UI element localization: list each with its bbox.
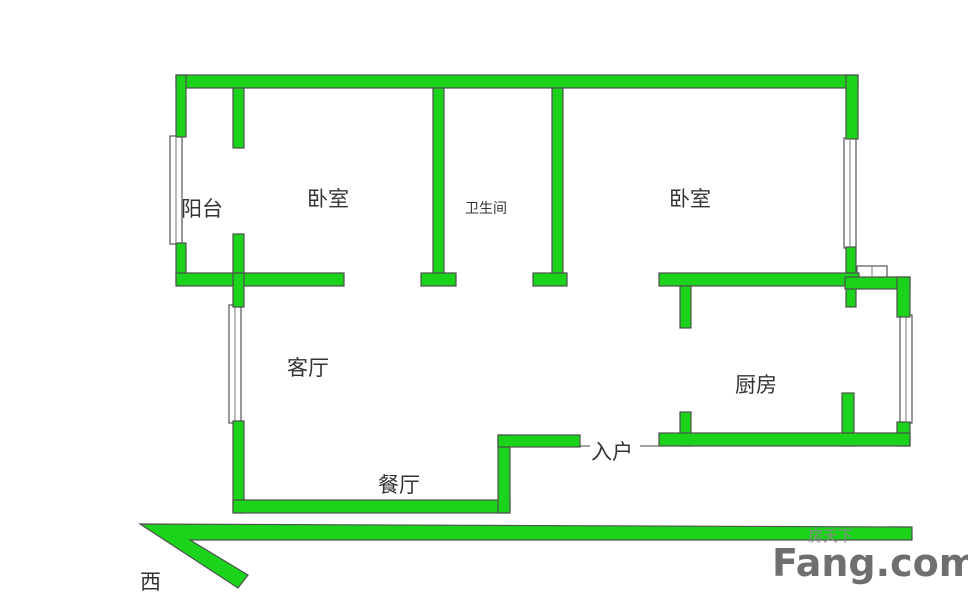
wall-living-left-lower — [232, 420, 245, 514]
wall-mid-2 — [420, 272, 457, 287]
orientation-arrow — [137, 523, 913, 589]
wall-mid-1 — [175, 272, 345, 287]
watermark-chinese: 房天下 — [808, 527, 853, 545]
wall-mid-3 — [532, 272, 568, 287]
window-living-room — [228, 304, 242, 424]
watermark: 房天下 Fang.com — [772, 527, 968, 585]
wall-balcony-stub-upper — [232, 87, 245, 149]
wall-living-left-upper — [232, 272, 245, 308]
wall-mid-4 — [658, 272, 860, 287]
watermark-brand: Fang.com — [772, 541, 968, 585]
window-balcony — [169, 135, 183, 245]
label-balcony: 阳台 — [181, 197, 223, 221]
label-bathroom: 卫生间 — [465, 201, 507, 217]
label-bedroom-left: 卧室 — [307, 187, 349, 211]
label-kitchen: 厨房 — [735, 373, 777, 397]
wall-kitchen-right-upper — [896, 276, 911, 318]
window-bedroom-right — [843, 137, 857, 249]
wall-kitchen-bottom — [658, 432, 911, 447]
wall-dining-step-top — [497, 434, 581, 448]
wall-dining-bottom — [232, 499, 511, 514]
wall-kitchen-stub-upper — [679, 285, 692, 329]
label-orientation: 西 — [140, 570, 161, 594]
label-living-room: 客厅 — [287, 356, 329, 380]
wall-right-upper — [845, 74, 859, 140]
wall-top — [175, 74, 859, 89]
label-dining-room: 餐厅 — [378, 473, 420, 497]
wall-balcony-left-upper — [175, 74, 187, 138]
label-bedroom-right: 卧室 — [669, 187, 711, 211]
label-entrance: 入户 — [591, 440, 633, 464]
walls — [175, 74, 911, 514]
window-kitchen — [899, 314, 913, 424]
wall-partition-1 — [432, 87, 445, 285]
wall-partition-2 — [551, 87, 564, 285]
